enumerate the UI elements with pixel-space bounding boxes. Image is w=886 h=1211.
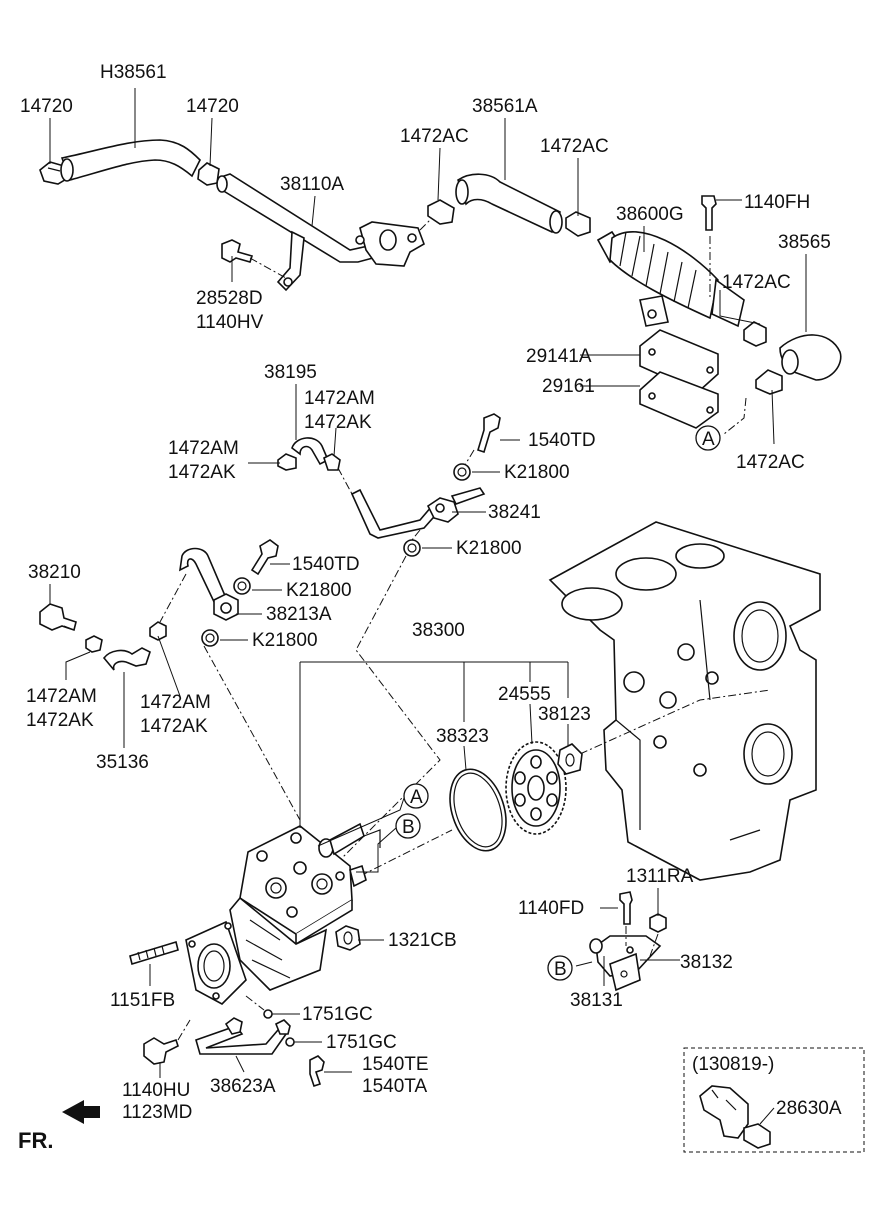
callout-b-circle-mid	[395, 813, 421, 839]
label-14720-right: 14720	[186, 96, 239, 117]
oil-pipe-38213a	[159, 539, 301, 821]
label-1321cb: 1321CB	[388, 930, 457, 951]
label-date-range: (130819-)	[692, 1054, 774, 1075]
label-38213a: 38213A	[266, 604, 332, 625]
callout-a-mid: A	[410, 787, 423, 808]
label-1472ac-c: 1472AC	[722, 272, 791, 293]
gear-24555	[505, 741, 583, 835]
label-1540td-b: 1540TD	[292, 554, 360, 575]
air-compressor	[185, 822, 381, 1005]
bolt-38210-hose-35136	[39, 603, 167, 671]
label-1151fb: 1151FB	[110, 990, 175, 1011]
label-1472ak-b: 1472AK	[168, 462, 236, 483]
label-38561a: 38561A	[472, 96, 538, 117]
oil-pipe-38623a	[143, 995, 325, 1088]
label-29141a: 29141A	[526, 346, 592, 367]
label-k21800-c: K21800	[286, 580, 352, 601]
gaskets-29141a-29161	[639, 329, 719, 429]
label-35136: 35136	[96, 752, 149, 773]
callout-a-circle-top	[695, 425, 721, 451]
part-labels: H38561 14720 14720 38110A 28528D 1140HV …	[18, 62, 842, 1153]
elbow-hose-38565	[723, 334, 842, 435]
bellows-38600g	[596, 195, 767, 347]
label-1140fh: 1140FH	[744, 192, 810, 213]
o-ring-38323	[359, 768, 507, 877]
label-1472ac-b: 1472AC	[540, 136, 609, 157]
label-h38561: H38561	[100, 62, 167, 83]
label-38195: 38195	[264, 362, 317, 383]
label-28630a: 28630A	[776, 1098, 842, 1119]
oil-hose-38195	[277, 437, 353, 495]
label-1472am-c: 1472AM	[26, 686, 97, 707]
label-38241: 38241	[488, 502, 541, 523]
label-1472ak-c: 1472AK	[26, 710, 94, 731]
label-k21800-a: K21800	[504, 462, 570, 483]
label-29161: 29161	[542, 376, 595, 397]
label-1472ak-a: 1472AK	[304, 412, 372, 433]
label-1540te: 1540TE	[362, 1054, 429, 1075]
inset-28630a	[683, 1047, 865, 1153]
front-arrow-icon	[62, 1100, 100, 1124]
label-24555: 24555	[498, 684, 551, 705]
engine-block	[548, 521, 821, 881]
label-38132: 38132	[680, 952, 733, 973]
label-38210: 38210	[28, 562, 81, 583]
clamp-and-hose-38561a	[419, 173, 591, 237]
label-1140fd: 1140FD	[518, 898, 584, 919]
stud-1151fb	[129, 940, 179, 966]
label-38123: 38123	[538, 704, 591, 725]
label-1751gc-a: 1751GC	[302, 1004, 373, 1025]
label-1751gc-b: 1751GC	[326, 1032, 397, 1053]
oil-pipe-38241	[329, 413, 501, 871]
label-1472ak-d: 1472AK	[140, 716, 208, 737]
label-38623a: 38623A	[210, 1076, 276, 1097]
leader-lines	[49, 88, 807, 1125]
label-38131: 38131	[570, 990, 623, 1011]
label-28528d: 28528D	[196, 288, 263, 309]
label-38110a: 38110A	[280, 174, 344, 195]
label-1472ac-d: 1472AC	[736, 452, 805, 473]
nut-1321cb	[335, 925, 361, 951]
label-38565: 38565	[778, 232, 831, 253]
callout-b-circle-low	[547, 955, 573, 981]
label-38300: 38300	[412, 620, 465, 641]
label-1472am-b: 1472AM	[168, 438, 239, 459]
label-1540td-a: 1540TD	[528, 430, 596, 451]
label-38323: 38323	[436, 726, 489, 747]
label-1472ac-a: 1472AC	[400, 126, 469, 147]
label-14720-left: 14720	[20, 96, 73, 117]
intake-hose-assembly	[39, 139, 425, 292]
label-1472am-a: 1472AM	[304, 388, 375, 409]
label-1123md: 1123MD	[122, 1102, 192, 1123]
label-1472am-d: 1472AM	[140, 692, 211, 713]
label-1140hv: 1140HV	[196, 312, 264, 333]
bracket-38131-38132	[589, 891, 667, 992]
label-k21800-d: K21800	[252, 630, 318, 651]
label-k21800-b: K21800	[456, 538, 522, 559]
callout-a-circle-mid	[403, 783, 429, 809]
label-front: FR.	[18, 1128, 53, 1153]
label-38600g: 38600G	[616, 204, 684, 225]
label-1540ta: 1540TA	[362, 1076, 427, 1097]
label-1311ra: 1311RA	[626, 866, 694, 887]
callout-b-mid: B	[402, 817, 415, 838]
callout-a-top: A	[702, 429, 715, 450]
label-1140hu: 1140HU	[122, 1080, 190, 1101]
callout-b-low: B	[554, 959, 567, 980]
